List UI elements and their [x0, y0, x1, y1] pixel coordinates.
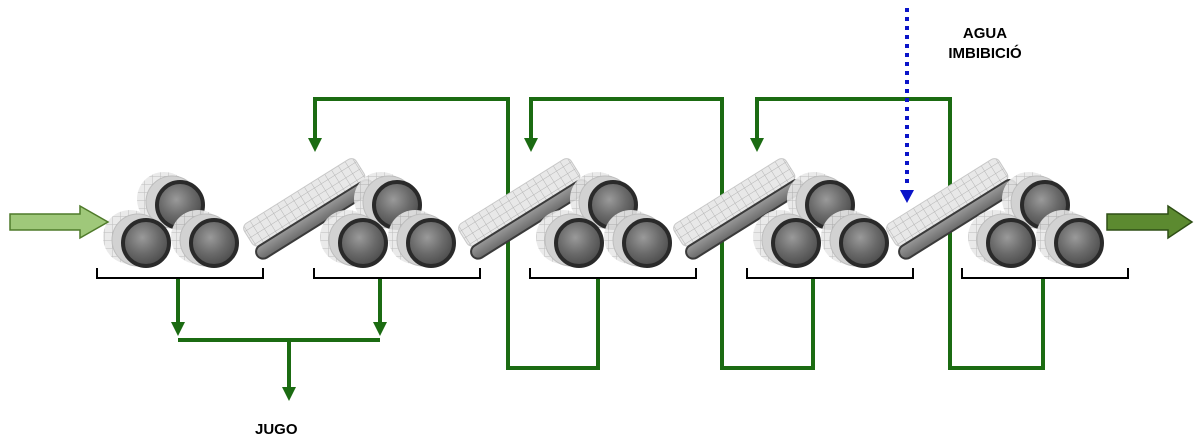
- water-imbibition-label: AGUA IMBIBICIÓ: [930, 24, 1040, 64]
- mill-4: [746, 172, 914, 279]
- roller-body: [622, 218, 672, 268]
- arrow-head: [171, 322, 185, 336]
- flow-lines: [171, 8, 1045, 401]
- roller-body: [189, 218, 239, 268]
- roller: [320, 210, 388, 268]
- mill-trough: [313, 268, 481, 279]
- conveyors: [243, 158, 1018, 260]
- mill-2: [313, 172, 481, 279]
- conveyor-3: [673, 158, 805, 260]
- roller-body: [338, 218, 388, 268]
- arrow-head: [373, 322, 387, 336]
- mill-3: [529, 172, 697, 279]
- roller-body: [986, 218, 1036, 268]
- roller: [388, 210, 456, 268]
- roller-body: [771, 218, 821, 268]
- arrow-head: [524, 138, 538, 152]
- water-label-line2: IMBIBICIÓ: [948, 45, 1022, 62]
- water-label-line1: AGUA: [962, 25, 1008, 42]
- arrow-head: [308, 138, 322, 152]
- mill-trough: [746, 268, 914, 279]
- roller: [968, 210, 1036, 268]
- roller-body: [554, 218, 604, 268]
- mill-trough: [96, 268, 264, 279]
- mill-1: [96, 172, 264, 279]
- roller-body: [121, 218, 171, 268]
- bagasse-output-arrow: [1106, 204, 1194, 240]
- process-arrows: [9, 204, 1194, 240]
- roller: [604, 210, 672, 268]
- mill-5: [961, 172, 1129, 279]
- cane-input-arrow: [9, 204, 110, 240]
- mill-trough: [529, 268, 697, 279]
- roller-body: [1054, 218, 1104, 268]
- mill-trough: [961, 268, 1129, 279]
- roller: [1036, 210, 1104, 268]
- mills: [96, 172, 1129, 279]
- roller: [103, 210, 171, 268]
- roller: [171, 210, 239, 268]
- arrow-head: [750, 138, 764, 152]
- roller: [753, 210, 821, 268]
- juice-label: JUGO: [255, 421, 298, 438]
- roller-body: [406, 218, 456, 268]
- arrow-head: [282, 387, 296, 401]
- water-arrow-head: [900, 190, 914, 203]
- conveyor-1: [243, 158, 375, 260]
- roller: [821, 210, 889, 268]
- roller-body: [839, 218, 889, 268]
- roller: [536, 210, 604, 268]
